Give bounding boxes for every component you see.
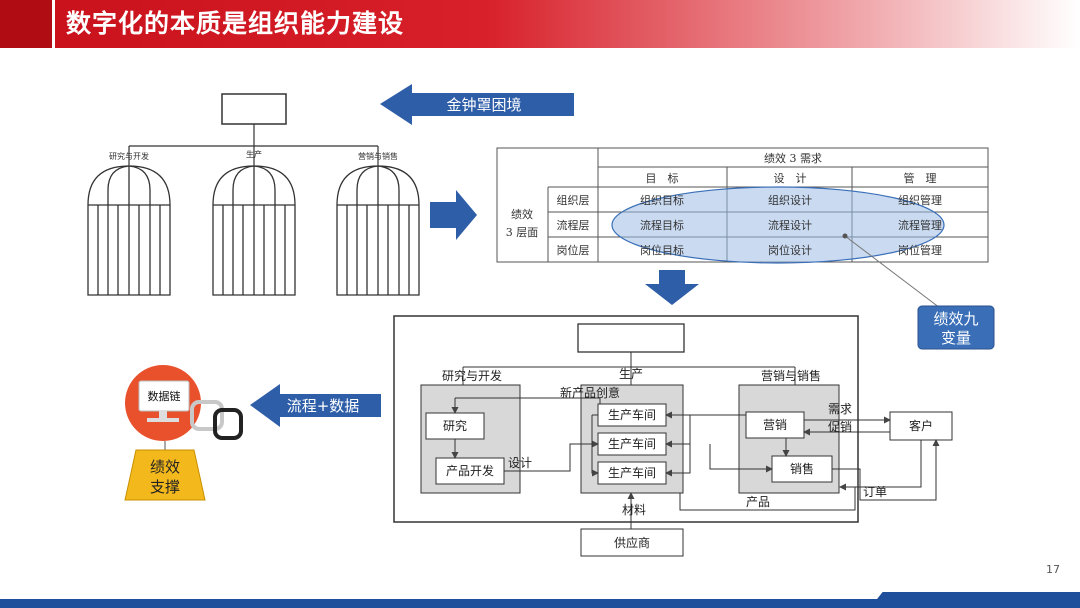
matrix-col-header: 设 计 <box>774 172 807 185</box>
matrix-row-label: 组织层 <box>557 193 590 207</box>
flow-label-product: 产品 <box>746 495 770 509</box>
callout-text: 变量 <box>941 329 971 347</box>
matrix-cell: 岗位设计 <box>768 243 812 257</box>
title-bar <box>0 0 1080 48</box>
cage-icon <box>212 165 296 296</box>
flow-box-marketing: 营销 <box>763 418 787 432</box>
cage-diagram: 研究与开发 生产 营销与销售 <box>87 93 420 296</box>
matrix-cell: 流程设计 <box>768 218 812 232</box>
flow-label-order: 订单 <box>863 485 887 499</box>
page-title: 数字化的本质是组织能力建设 <box>66 9 405 38</box>
matrix-cell: 组织设计 <box>768 193 812 207</box>
performance-support: 绩效 支撑 <box>124 449 206 501</box>
flow-box-research: 研究 <box>443 418 467 433</box>
flow-box-product-dev: 产品开发 <box>446 463 494 478</box>
right-arrow <box>430 190 477 240</box>
cage-label-prod: 生产 <box>246 149 262 159</box>
matrix-row-label: 流程层 <box>557 218 590 232</box>
cage-icon <box>336 165 420 296</box>
flow-box-workshop: 生产车间 <box>608 436 656 451</box>
flow-label-promo: 促销 <box>828 420 852 434</box>
matrix-row-group: 3 层面 <box>506 226 539 239</box>
support-label: 支撑 <box>150 478 180 496</box>
flow-label-demand: 需求 <box>828 402 852 416</box>
down-arrow <box>645 270 699 305</box>
flow-box-workshop: 生产车间 <box>608 465 656 480</box>
matrix-cell: 组织目标 <box>640 193 684 207</box>
title-separator <box>52 0 55 48</box>
flow-group-label: 营销与销售 <box>761 368 821 383</box>
flow-box-customer: 客户 <box>909 418 933 433</box>
matrix-cell: 组织管理 <box>898 193 942 207</box>
matrix-cell: 岗位管理 <box>898 243 942 257</box>
page-number: 17 <box>1046 563 1060 576</box>
flow-group-label: 研究与开发 <box>442 368 502 383</box>
matrix-row-label: 岗位层 <box>557 243 590 257</box>
cage-icon <box>87 165 171 296</box>
flow-group-label: 生产 <box>619 367 643 381</box>
flow-box-workshop: 生产车间 <box>608 407 656 422</box>
flow-box-supplier: 供应商 <box>614 535 650 550</box>
callout-leader <box>844 235 941 309</box>
trap-arrow: 金钟罩困境 <box>380 84 574 125</box>
callout-text: 绩效九 <box>933 310 978 328</box>
process-flow <box>393 315 953 557</box>
footer-bar <box>0 599 1080 608</box>
top-box <box>221 93 287 125</box>
data-chain-label: 数据链 <box>148 389 181 403</box>
matrix-row-group: 绩效 <box>511 207 533 221</box>
matrix-col-header: 目 标 <box>646 171 679 185</box>
title-accent <box>0 0 54 48</box>
matrix-cell: 流程管理 <box>898 218 942 232</box>
matrix-col-header: 管 理 <box>904 171 937 185</box>
flow-box-sales: 销售 <box>790 461 814 476</box>
footer-accent <box>870 592 1080 608</box>
flow-label-design: 设计 <box>508 456 532 470</box>
matrix-cell: 岗位目标 <box>640 243 684 257</box>
process-data-label: 流程+数据 <box>287 397 360 415</box>
flow-label-new-idea: 新产品创意 <box>560 385 620 400</box>
highlight-ellipse <box>611 186 945 264</box>
nine-variables-callout <box>917 305 995 350</box>
support-label: 绩效 <box>150 458 180 476</box>
matrix-cell: 流程目标 <box>640 218 684 232</box>
cage-label-mkt: 营销与销售 <box>358 151 398 161</box>
data-chain-icon: 数据链 <box>125 365 243 441</box>
matrix-top-header: 绩效 3 需求 <box>764 151 822 165</box>
process-data-arrow: 流程+数据 <box>250 384 381 427</box>
cage-label-rd: 研究与开发 <box>109 151 149 161</box>
flow-label-material: 材料 <box>622 503 646 517</box>
trap-arrow-label: 金钟罩困境 <box>446 96 521 114</box>
